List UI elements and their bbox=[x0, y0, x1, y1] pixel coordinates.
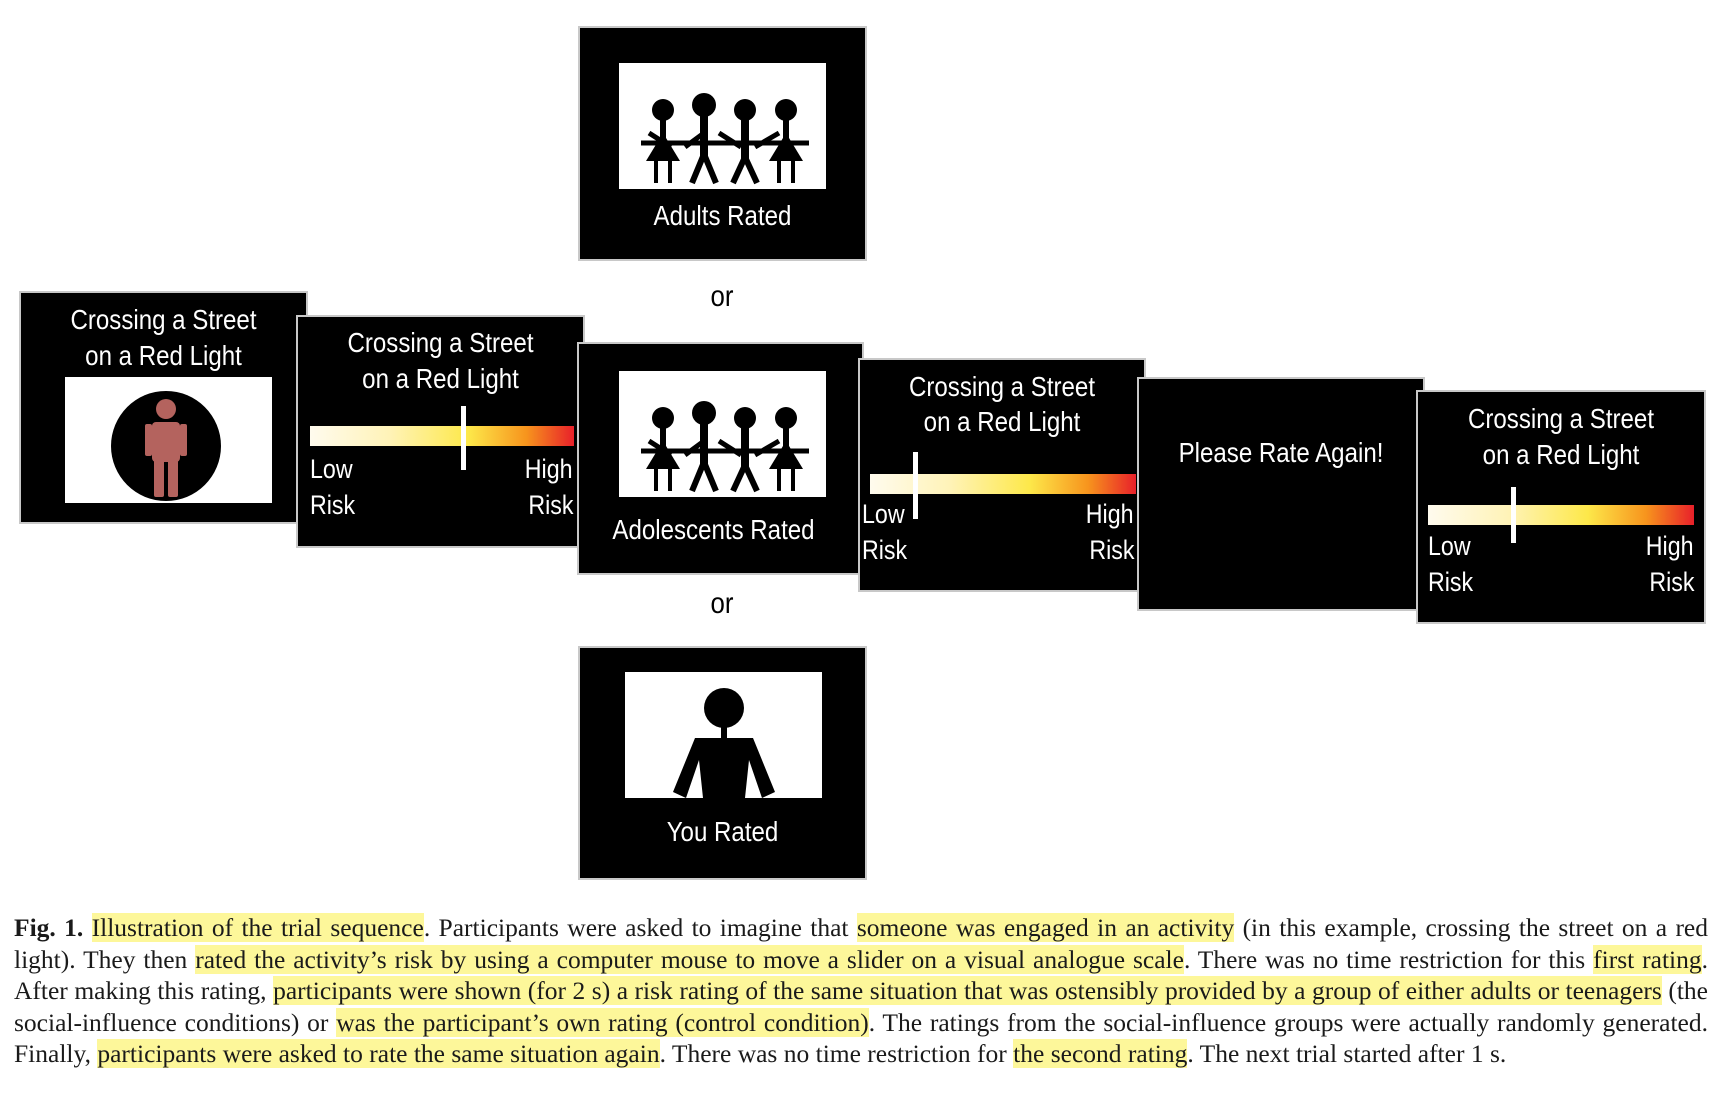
you-image-panel bbox=[625, 672, 822, 798]
adults-rated-label: Adults Rated bbox=[653, 200, 792, 231]
caption-highlight: the second rating bbox=[1013, 1039, 1188, 1068]
adolescents-rated-screen: Adolescents Rated bbox=[577, 342, 864, 575]
caption-highlight: first rating bbox=[1593, 944, 1702, 974]
caption-text: . After making this rating, bbox=[14, 944, 1708, 1006]
risk-scale-bar bbox=[870, 474, 1136, 494]
you-rated-screen: You Rated bbox=[578, 646, 867, 880]
slider-marker bbox=[912, 452, 918, 519]
rate-again-screen: Please Rate Again! bbox=[1137, 377, 1425, 611]
adolescents-image-panel bbox=[619, 371, 826, 497]
you-rated-label: You Rated bbox=[666, 816, 779, 847]
second-rating-screen: Crossing a Street on a Red Light Low Ris… bbox=[1416, 390, 1706, 624]
caption-text: . The ratings from the social-influence … bbox=[14, 1007, 1708, 1069]
first-rating-screen: Crossing a Street on a Red Light Low Ris… bbox=[296, 315, 585, 548]
activity-title-line2: on a Red Light bbox=[85, 340, 242, 371]
caption-text: . Participants were asked to imagine tha… bbox=[423, 913, 857, 942]
adults-rated-screen: Adults Rated bbox=[578, 26, 867, 261]
slider-handle[interactable] bbox=[460, 406, 466, 470]
caption-highlight: Illustration of the trial sequence bbox=[91, 913, 424, 942]
caption-text: (the social-influence conditions) or bbox=[14, 976, 1708, 1037]
single-person-icon bbox=[673, 688, 775, 798]
low-label-line1: Low bbox=[862, 499, 905, 529]
rate-again-text: Please Rate Again! bbox=[1178, 437, 1384, 468]
caption-highlight: participants were shown (for 2 s) a risk… bbox=[273, 976, 1662, 1005]
figure-label: Fig. 1. bbox=[14, 913, 84, 942]
shown-rating-screen: Crossing a Street on a Red Light Low Ris… bbox=[858, 358, 1146, 592]
rating1-title-line1: Crossing a Street bbox=[347, 327, 534, 358]
caption-highlight: participants were asked to rate the same… bbox=[97, 1039, 660, 1068]
high-label-line1: High bbox=[525, 454, 573, 484]
high-label-line2: Risk bbox=[1648, 567, 1694, 597]
caption-highlight: was the participant’s own rating (contro… bbox=[336, 1007, 869, 1037]
caption-highlight: someone was engaged in an activity bbox=[856, 913, 1235, 942]
high-label-line1: High bbox=[1086, 499, 1134, 529]
caption-text: (in this example, crossing the street on… bbox=[14, 913, 1709, 974]
red-pedestrian-icon bbox=[111, 391, 221, 501]
or-connector-1: or bbox=[710, 280, 734, 313]
low-label-line2: Risk bbox=[1428, 567, 1474, 597]
high-label-line2: Risk bbox=[1088, 535, 1134, 565]
activity-image-panel bbox=[65, 377, 272, 503]
activity-title-line1: Crossing a Street bbox=[70, 304, 257, 335]
low-label-line2: Risk bbox=[310, 490, 356, 520]
low-label-line1: Low bbox=[310, 454, 353, 484]
adults-image-panel bbox=[619, 63, 826, 189]
low-label-line1: Low bbox=[1428, 531, 1471, 561]
low-label-line2: Risk bbox=[862, 535, 908, 565]
high-label-line1: High bbox=[1646, 531, 1694, 561]
or-connector-2: or bbox=[710, 587, 734, 620]
shown-title-line2: on a Red Light bbox=[923, 406, 1081, 437]
adults-group-icon bbox=[641, 93, 809, 185]
caption-text: . The next trial started after 1 s. bbox=[1187, 1039, 1507, 1068]
rating1-title-line2: on a Red Light bbox=[362, 363, 519, 394]
rating2-title-line2: on a Red Light bbox=[1482, 439, 1640, 470]
slider-handle[interactable] bbox=[1510, 487, 1516, 543]
caption-highlight: rated the activity’s risk by using a com… bbox=[195, 944, 1184, 974]
risk-scale-bar[interactable] bbox=[310, 426, 574, 446]
caption-text: . There was no time restriction for this bbox=[1183, 944, 1594, 974]
adolescents-rated-label: Adolescents Rated bbox=[612, 514, 815, 545]
activity-screen: Crossing a Street on a Red Light bbox=[19, 291, 308, 524]
shown-title-line1: Crossing a Street bbox=[908, 371, 1096, 402]
high-label-line2: Risk bbox=[527, 490, 573, 520]
adolescents-group-icon bbox=[641, 401, 809, 493]
figure-caption: Fig. 1. Illustration of the trial sequen… bbox=[14, 912, 1708, 1070]
rating2-title-line1: Crossing a Street bbox=[1467, 403, 1655, 434]
caption-text: . There was no time restriction for bbox=[659, 1039, 1014, 1068]
risk-scale-bar[interactable] bbox=[1428, 505, 1694, 525]
